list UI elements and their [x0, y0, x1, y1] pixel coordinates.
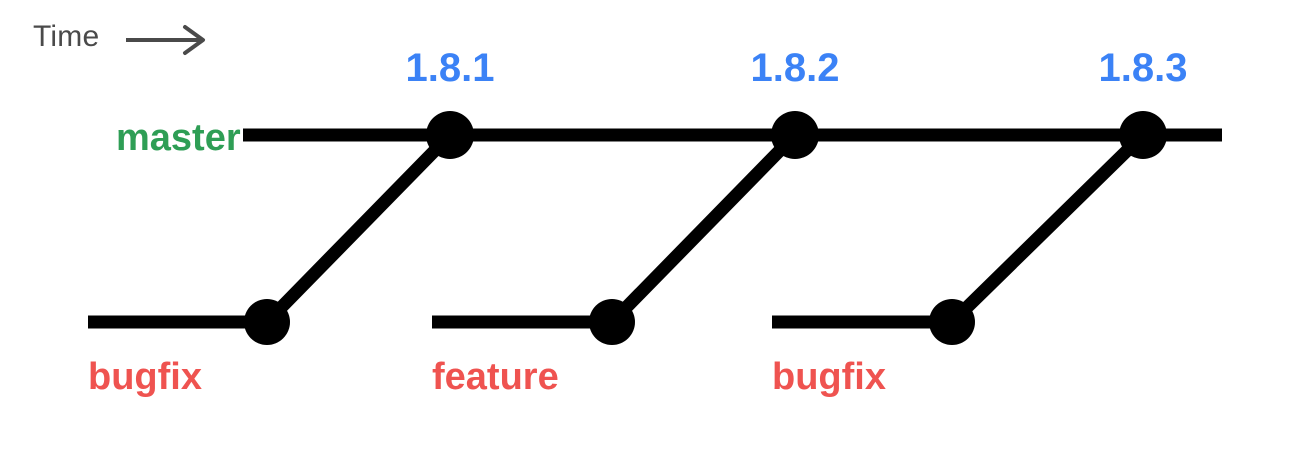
- merge-line-2: [607, 130, 800, 327]
- version-tag-182: 1.8.2: [750, 46, 840, 90]
- branch-label-bugfix-1: bugfix: [88, 356, 202, 398]
- commit-node-182[interactable]: [771, 111, 819, 159]
- version-tag-181: 1.8.1: [405, 46, 495, 90]
- commit-node-183[interactable]: [1119, 111, 1167, 159]
- time-axis-label: Time: [33, 20, 100, 53]
- merge-line-3: [947, 130, 1148, 327]
- commit-node-feature[interactable]: [589, 299, 635, 345]
- commit-node-bugfix-2[interactable]: [929, 299, 975, 345]
- branch-label-feature: feature: [432, 356, 559, 398]
- commit-node-bugfix-1[interactable]: [244, 299, 290, 345]
- arrow-right-icon: [126, 25, 205, 55]
- commit-node-181[interactable]: [426, 111, 474, 159]
- branch-label-bugfix-2: bugfix: [772, 356, 886, 398]
- branch-label-master: master: [116, 117, 241, 159]
- version-tag-183: 1.8.3: [1098, 46, 1188, 90]
- merge-line-1: [262, 130, 455, 327]
